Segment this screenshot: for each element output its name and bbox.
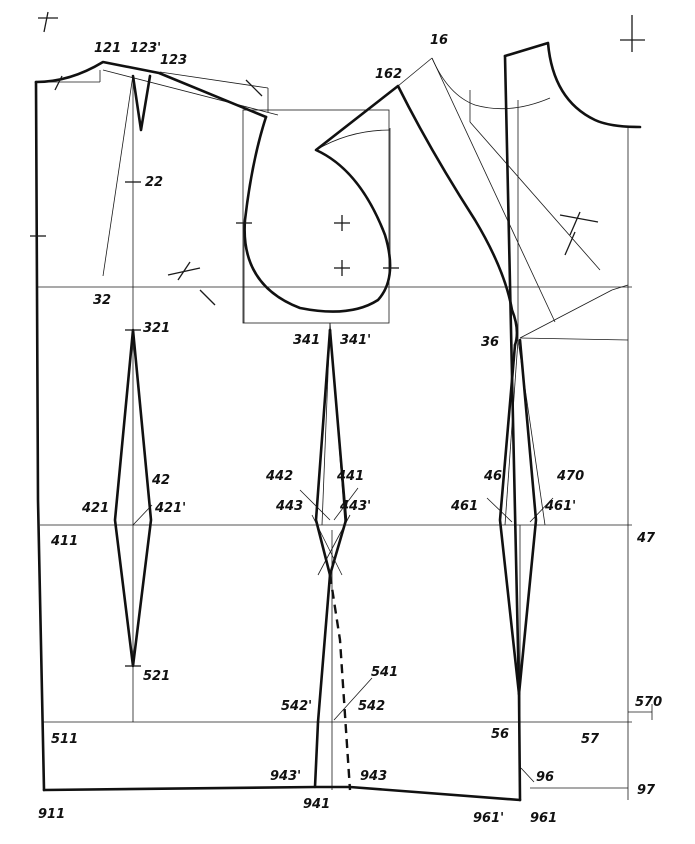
label-57: 57 xyxy=(581,732,600,747)
notch-d2 xyxy=(569,211,581,236)
hem-outline xyxy=(42,785,522,802)
leader-46 xyxy=(486,497,513,523)
label-542: 542 xyxy=(358,699,385,714)
shoulder-guide-a xyxy=(159,71,269,89)
label-162: 162 xyxy=(375,67,402,82)
side-seam-front-upper xyxy=(328,328,348,577)
label-321: 321 xyxy=(143,321,170,336)
leader-442 xyxy=(299,489,331,521)
label-443-prime: 443' xyxy=(339,499,371,514)
label-123: 123 xyxy=(160,53,187,68)
label-341-prime: 341' xyxy=(340,333,371,348)
label-461-prime: 461' xyxy=(544,499,576,514)
label-570: 570 xyxy=(635,695,662,710)
label-16: 16 xyxy=(430,33,448,48)
front-center-dart-leg xyxy=(503,54,521,696)
label-341: 341 xyxy=(293,333,320,348)
point-labels: 121 123' 123 16 162 22 32 321 341 341' 3… xyxy=(38,33,662,826)
label-442: 442 xyxy=(265,469,293,484)
label-521: 521 xyxy=(143,669,170,684)
label-36: 36 xyxy=(481,335,499,350)
notch-a2 xyxy=(177,261,191,281)
label-443: 443 xyxy=(275,499,303,514)
construction-lines xyxy=(36,57,653,800)
tick-back-neck xyxy=(54,75,63,91)
label-542-prime: 542' xyxy=(281,699,312,714)
side-seam-front-lower-dashed xyxy=(328,574,352,791)
notch-d3 xyxy=(564,231,576,256)
label-961-prime: 961' xyxy=(473,811,504,826)
label-22: 22 xyxy=(145,175,163,190)
front-dart-extension xyxy=(517,692,522,802)
armhole-and-front-edge xyxy=(243,84,519,347)
label-441: 441 xyxy=(336,469,364,484)
corner-mark-tl-v xyxy=(43,11,49,33)
front-dart-leg-2 xyxy=(397,57,433,87)
label-47: 47 xyxy=(636,531,656,546)
notch-b xyxy=(199,289,216,306)
leader-441 xyxy=(333,487,359,521)
label-123-prime: 123' xyxy=(130,41,161,56)
label-421: 421 xyxy=(81,501,109,516)
front-waist-guide-2 xyxy=(504,339,519,526)
label-470: 470 xyxy=(556,469,584,484)
marker-crosses xyxy=(30,11,645,667)
leader-470 xyxy=(529,497,554,523)
back-neck-shoulder-outline xyxy=(34,60,268,119)
label-411: 411 xyxy=(50,534,78,549)
label-961: 961 xyxy=(530,811,557,826)
label-121: 121 xyxy=(94,41,121,56)
label-421-prime: 421' xyxy=(154,501,186,516)
front-neck-outline xyxy=(503,41,642,129)
label-96: 96 xyxy=(536,770,554,785)
label-461: 461 xyxy=(450,499,478,514)
label-42: 42 xyxy=(151,473,170,488)
label-511: 511 xyxy=(51,732,78,747)
back-shoulder-dart xyxy=(131,74,152,132)
label-32: 32 xyxy=(93,293,111,308)
leader-96 xyxy=(520,767,535,783)
label-943: 943 xyxy=(360,769,387,784)
front-dart-leg-1 xyxy=(431,57,556,323)
front-dart-base-2 xyxy=(519,289,613,339)
front-dart-base xyxy=(519,337,629,341)
notch-c xyxy=(245,79,263,97)
back-center-outline xyxy=(34,80,46,792)
front-neck-guide xyxy=(431,57,551,110)
armhole-box xyxy=(242,109,390,324)
leader-541 xyxy=(333,677,373,721)
label-943-prime: 943' xyxy=(270,769,301,784)
label-911: 911 xyxy=(38,807,65,822)
label-46: 46 xyxy=(483,469,502,484)
front-dart-leg-3 xyxy=(469,121,601,271)
label-97: 97 xyxy=(637,783,656,798)
label-56: 56 xyxy=(491,727,509,742)
pattern-outlines xyxy=(34,41,642,802)
front-guide-y xyxy=(611,284,629,291)
notch-d1 xyxy=(559,214,599,223)
label-541: 541 xyxy=(371,665,398,680)
shoulder-guide-32 xyxy=(102,74,134,277)
side-seam-back xyxy=(313,328,332,789)
label-941: 941 xyxy=(303,797,330,812)
